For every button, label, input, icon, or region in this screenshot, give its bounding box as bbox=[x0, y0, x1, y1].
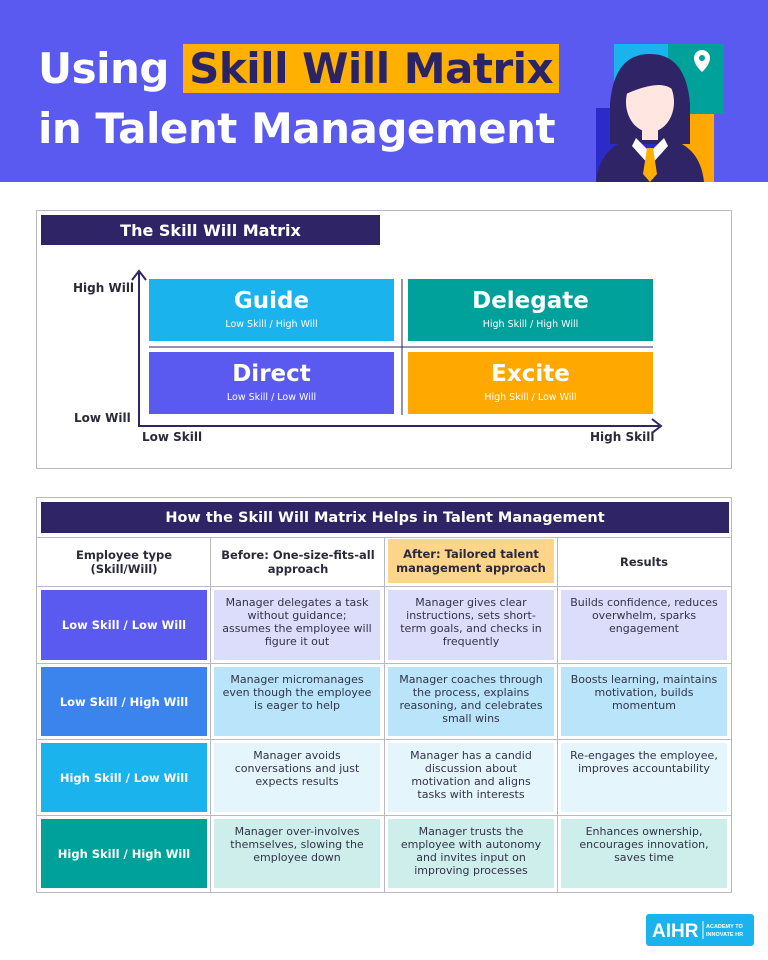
aihr-logo: AIHR ACADEMY TO INNOVATE HR bbox=[646, 914, 754, 946]
page-title-line-1: Using Skill Will Matrix bbox=[38, 44, 560, 93]
column-divider bbox=[557, 537, 558, 892]
cell-results: Boosts learning, maintains motivation, b… bbox=[561, 667, 727, 736]
quadrant-subtitle: Low Skill / Low Will bbox=[226, 392, 317, 403]
logo-wordmark: AIHR bbox=[652, 921, 699, 942]
cell-results: Builds confidence, reduces overwhelm, sp… bbox=[561, 590, 727, 660]
quadrant-guide: Guide Low Skill / High Will bbox=[149, 279, 394, 341]
header-banner: Using Skill Will Matrix in Talent Manage… bbox=[0, 0, 768, 182]
quadrant-delegate: Delegate High Skill / High Will bbox=[408, 279, 653, 341]
header-results: Results bbox=[620, 555, 668, 569]
quadrant-name: Excite bbox=[491, 361, 570, 387]
quadrant-excite: Excite High Skill / Low Will bbox=[408, 352, 653, 414]
quadrant-name: Delegate bbox=[472, 288, 589, 314]
cell-before: Manager delegates a task without guidanc… bbox=[214, 590, 380, 660]
cell-after: Manager gives clear instructions, sets s… bbox=[388, 590, 554, 660]
cell-before: Manager micromanages even though the emp… bbox=[214, 667, 380, 736]
column-divider bbox=[384, 537, 385, 892]
row-divider bbox=[37, 663, 731, 664]
row-label-low-skill-low-will: Low Skill / Low Will bbox=[41, 590, 207, 660]
row-label-high-skill-low-will: High Skill / Low Will bbox=[41, 743, 207, 812]
quadrant-subtitle: High Skill / High Will bbox=[482, 319, 579, 330]
row-label-low-skill-high-will: Low Skill / High Will bbox=[41, 667, 207, 736]
cell-after: Manager coaches through the process, exp… bbox=[388, 667, 554, 736]
title-prefix: Using bbox=[38, 44, 169, 93]
quadrant-name: Guide bbox=[233, 288, 310, 314]
title-highlight: Skill Will Matrix bbox=[183, 44, 560, 93]
quadrant-name: Direct bbox=[232, 361, 311, 387]
cell-before: Manager over-involves themselves, slowin… bbox=[214, 819, 380, 888]
quadrant-direct: Direct Low Skill / Low Will bbox=[149, 352, 394, 414]
y-axis-high-label: High Will bbox=[73, 281, 135, 295]
svg-text:ACADEMY TO: ACADEMY TO bbox=[706, 924, 743, 930]
x-axis-low-label: Low Skill bbox=[142, 430, 203, 444]
manager-illustration bbox=[596, 44, 724, 182]
header-after: After: Tailored talent management approa… bbox=[388, 539, 554, 583]
matrix-title: The Skill Will Matrix bbox=[41, 215, 380, 245]
row-divider bbox=[37, 537, 731, 538]
row-divider bbox=[37, 586, 731, 587]
page-title-line-2: in Talent Management bbox=[38, 104, 556, 153]
header-employee-type: Employee type (Skill/Will) bbox=[75, 548, 173, 576]
skill-will-matrix-panel: The Skill Will Matrix High Will Low Will… bbox=[36, 210, 732, 469]
cell-after: Manager has a candid discussion about mo… bbox=[388, 743, 554, 812]
y-axis-low-label: Low Will bbox=[74, 411, 131, 425]
table-title: How the Skill Will Matrix Helps in Talen… bbox=[41, 502, 729, 533]
cell-before: Manager avoids conversations and just ex… bbox=[214, 743, 380, 812]
column-divider bbox=[210, 537, 211, 892]
quadrant-subtitle: High Skill / Low Will bbox=[484, 392, 577, 403]
row-label-high-skill-high-will: High Skill / High Will bbox=[41, 819, 207, 888]
matrix-axes bbox=[131, 269, 663, 434]
cell-results: Enhances ownership, encourages innovatio… bbox=[561, 819, 727, 888]
talent-management-table: How the Skill Will Matrix Helps in Talen… bbox=[36, 497, 732, 893]
row-divider bbox=[37, 739, 731, 740]
row-divider bbox=[37, 815, 731, 816]
svg-text:INNOVATE HR: INNOVATE HR bbox=[706, 932, 743, 938]
cell-after: Manager trusts the employee with autonom… bbox=[388, 819, 554, 888]
x-axis-high-label: High Skill bbox=[590, 430, 655, 444]
cell-results: Re-engages the employee, improves accoun… bbox=[561, 743, 727, 812]
quadrant-subtitle: Low Skill / High Will bbox=[225, 319, 318, 330]
header-before: Before: One-size-fits-all approach bbox=[221, 548, 375, 576]
